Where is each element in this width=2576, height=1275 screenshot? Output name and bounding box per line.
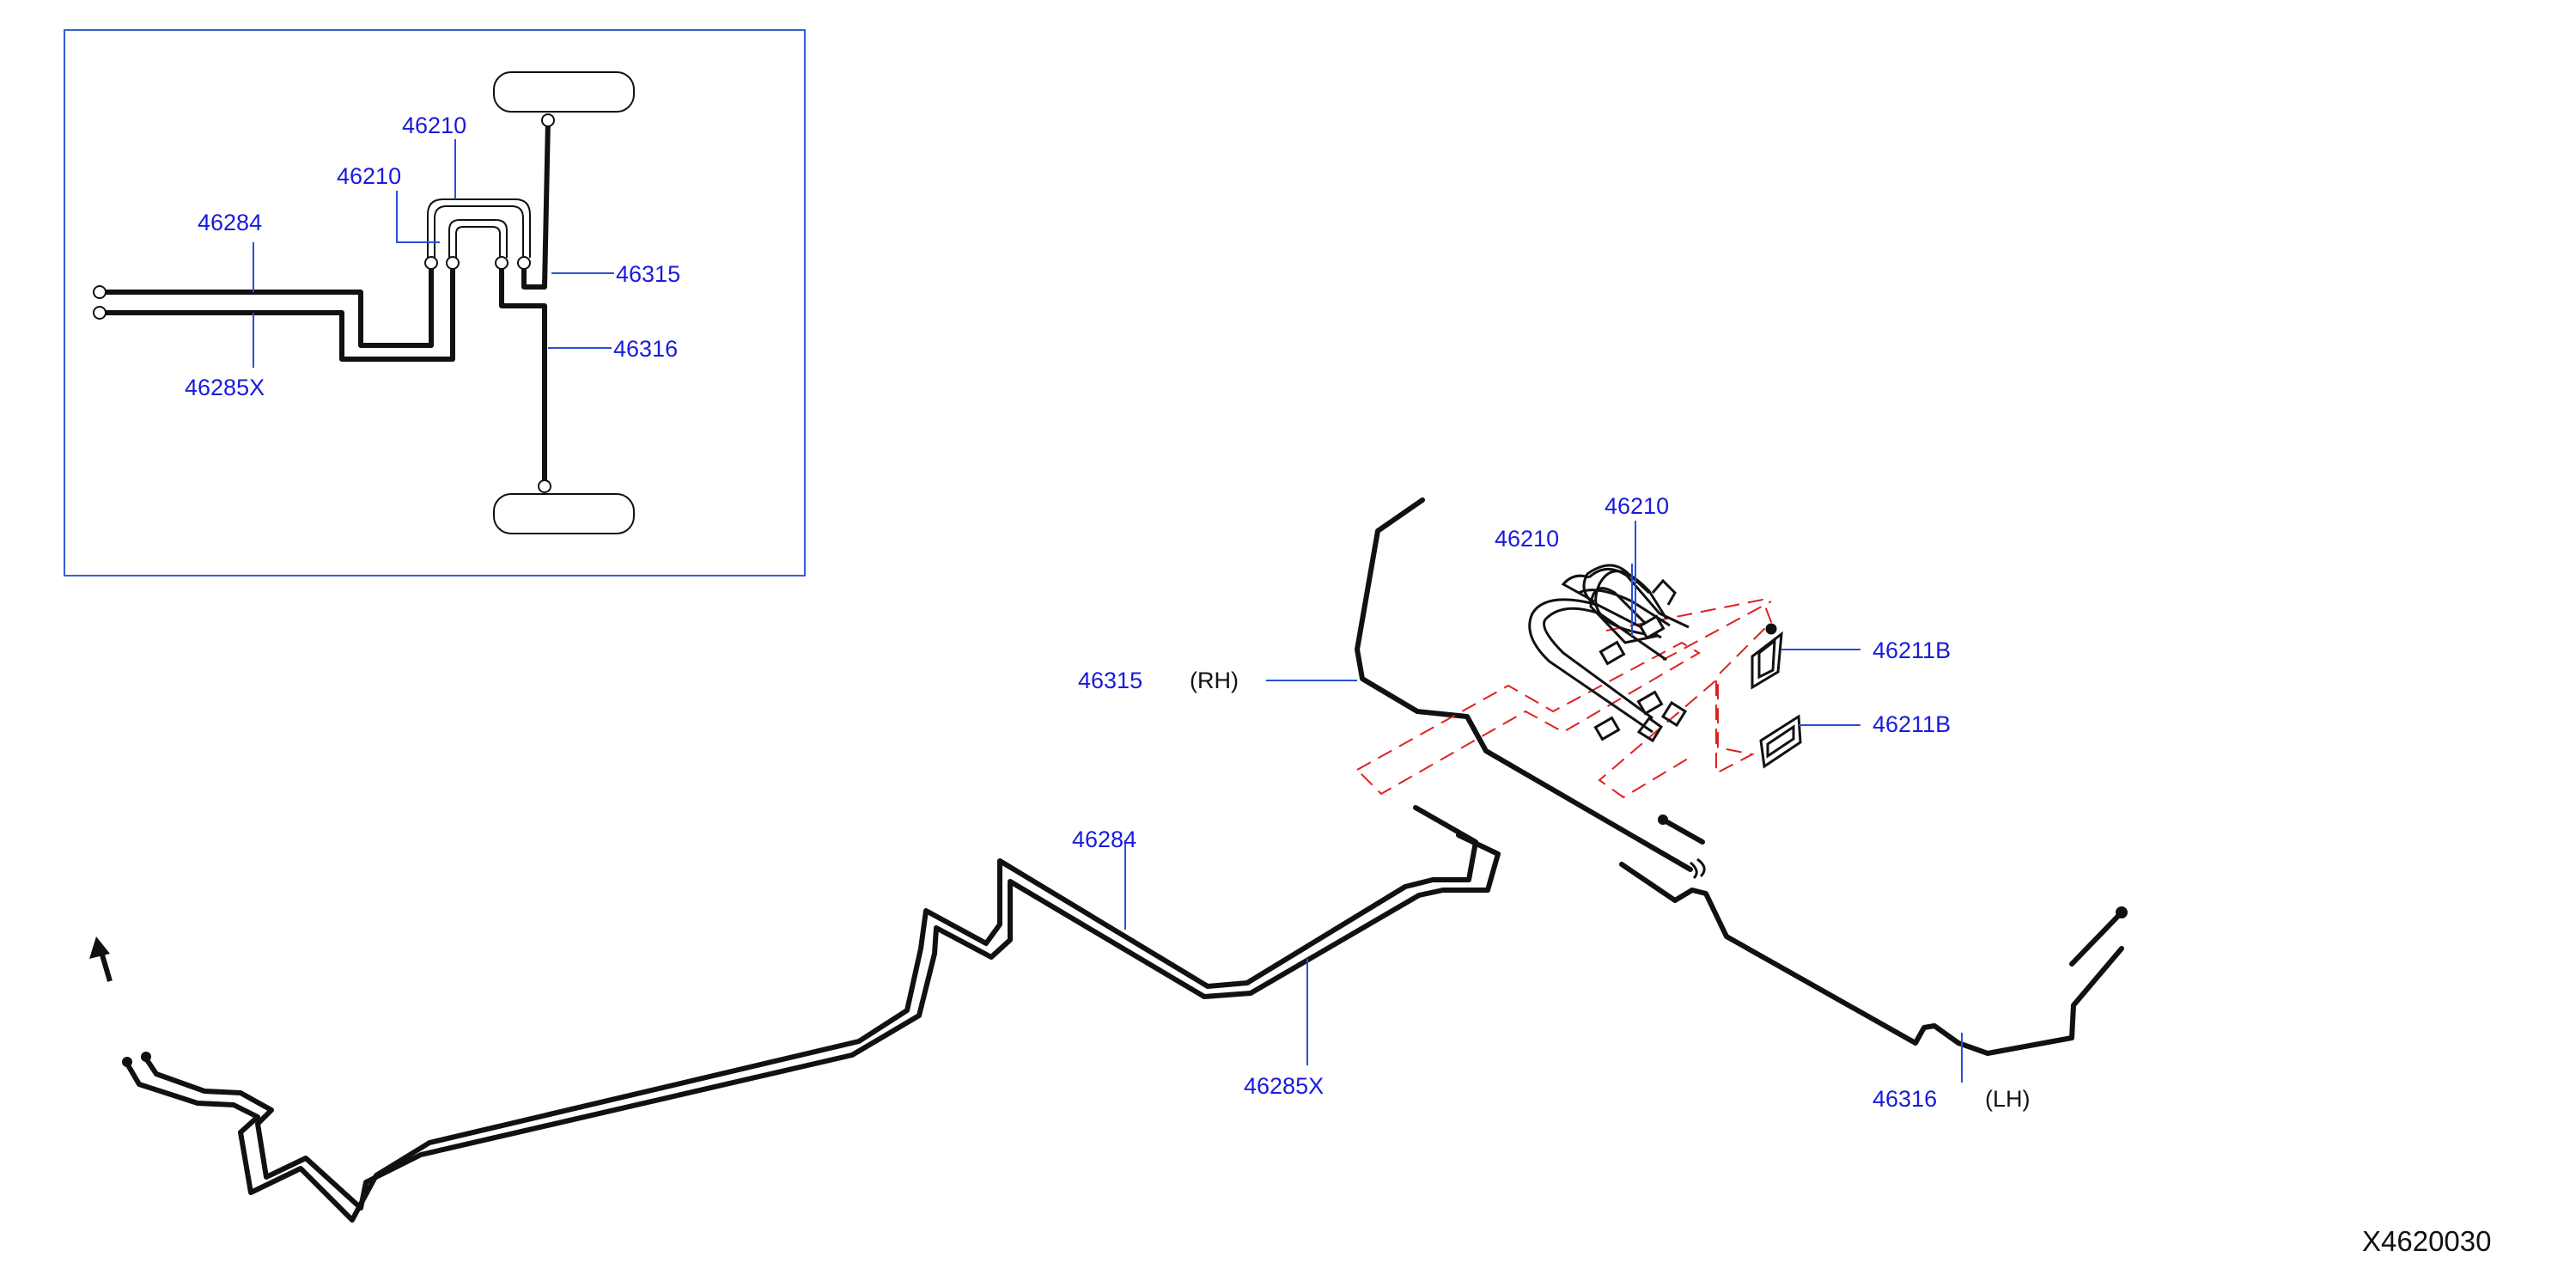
label-rh: (RH) [1190,668,1239,693]
inset-label-46315: 46315 [616,261,680,287]
inset-joint [93,285,107,299]
label-46285x: 46285X [1244,1073,1324,1099]
inset-pipe-46285x [99,260,455,362]
hose-46210-outer [1528,564,1690,743]
hidden-outline-right [1598,598,1773,799]
pipe-end-fitting [141,1052,151,1062]
pipe-46284 [125,805,1478,1223]
inset-label-46210-upper: 46210 [402,113,466,138]
pipe-46285x [143,833,1501,1211]
inset-hose-46210-outer [427,198,531,258]
pipe-46315-rh [1355,497,1693,872]
pipe-46316-lh-tail [2069,910,2124,967]
label-46315: 46315 [1078,668,1142,693]
inset-joint [495,256,509,270]
label-46210-a: 46210 [1495,526,1559,552]
inset-label-46210-lower: 46210 [337,163,401,189]
hose-fittings [1593,614,1666,741]
inset-pipe-46316 [499,260,547,489]
inset-label-46316: 46316 [613,336,678,362]
label-46284: 46284 [1072,827,1136,852]
inset-rear-wheel [493,493,635,534]
bracket-46211b-upper [1751,623,1783,690]
label-46211b-a: 46211B [1873,638,1951,663]
inset-label-46285x: 46285X [185,375,265,400]
pipe-end-fitting [122,1057,132,1067]
front-direction-arrow-icon [89,936,113,982]
hidden-outline-back [1662,601,1772,661]
bracket-46211b-lower [1759,714,1802,769]
inset-joint [93,306,107,320]
main-drawing: 46210 46210 46211B 46211B 46315 (RH) 462… [89,493,2491,1257]
inset-hose-46210-inner [448,219,508,258]
label-46211b-b: 46211B [1873,711,1951,737]
inset-pipe-46284 [99,260,434,348]
label-46316: 46316 [1873,1086,1937,1112]
inset-joint [538,479,551,493]
inset-joint [541,113,555,127]
inset-joint [424,256,438,270]
inset-leader-46210-lower [396,191,440,243]
pipe-46316-joint [1660,817,1705,845]
inset-front-wheel [493,71,635,113]
diagram-code: X4620030 [2362,1225,2491,1257]
pipe-46316-bend [1690,857,1706,880]
label-lh: (LH) [1985,1086,2031,1112]
inset-joint [446,256,460,270]
pipe-46316-lh [1619,862,2124,1056]
inset-joint [517,256,531,270]
inset-pipe-46315 [521,118,551,290]
label-46210-b: 46210 [1605,493,1669,519]
inset-border [64,29,806,576]
inset-label-46284: 46284 [198,210,262,235]
hidden-outline-left [1355,641,1701,796]
inset-overview: 46210 46210 46284 46285X 46315 46316 [64,29,806,576]
